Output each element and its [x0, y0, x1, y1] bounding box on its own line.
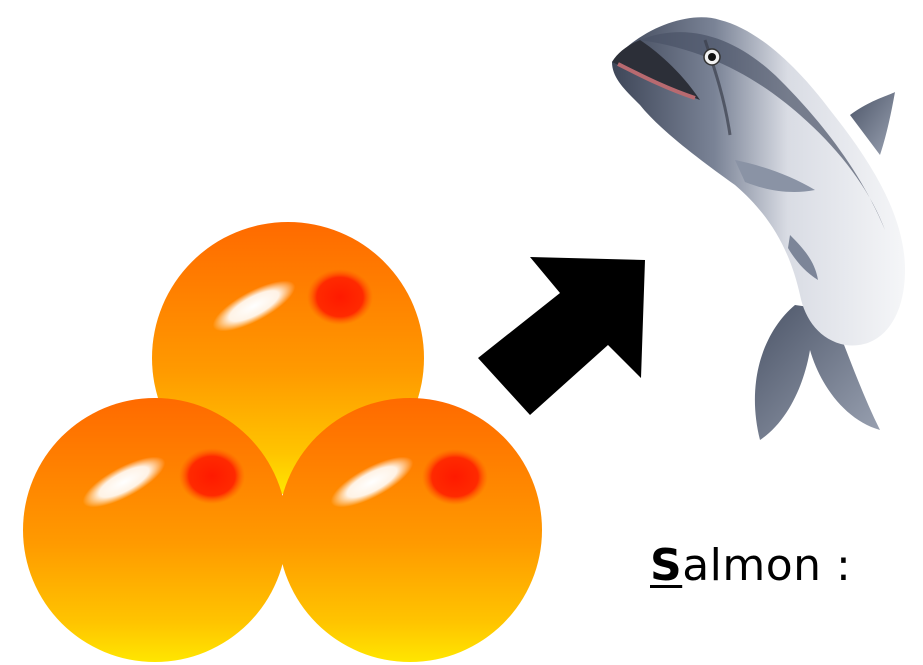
salmon-eggs [23, 222, 542, 662]
egg-left [23, 398, 287, 662]
caption-initial: S [650, 540, 682, 591]
salmon-fish [612, 17, 905, 440]
arrow-up-right-icon [478, 257, 645, 415]
caption: Salmon : [650, 540, 851, 591]
egg-right [278, 398, 542, 662]
caption-rest: almon : [682, 540, 851, 591]
